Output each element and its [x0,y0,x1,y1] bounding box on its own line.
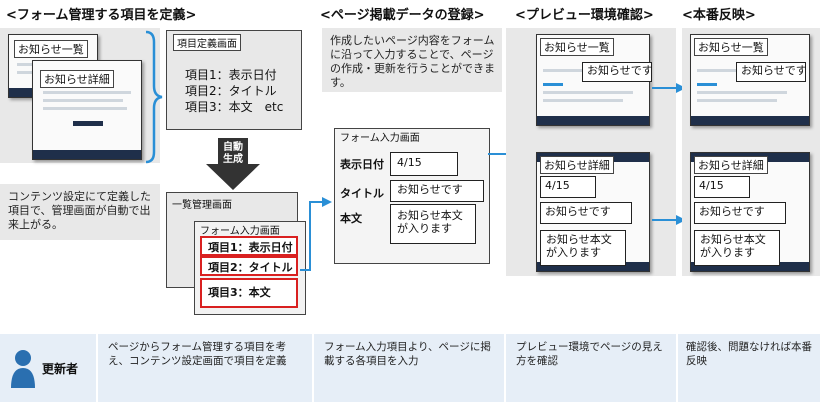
step3-header: <プレビュー環境確認> [515,8,654,23]
arrow-to-production-icon [652,83,686,225]
role-label: 更新者 [42,362,79,376]
production-detail-title: お知らせ詳細 [694,156,768,174]
definition-screen: 項目定義画面 項目1：表示日付 項目2：タイトル 項目3：本文 etc [166,30,302,130]
desc4-cell: 確認後、問題なければ本番反映 [678,334,820,402]
preview-detail-body: お知らせ本文が入ります [540,230,626,266]
preview-detail-title-value: お知らせです [540,202,632,224]
thumb-list-title: お知らせ一覧 [14,40,88,58]
preview-detail-title: お知らせ詳細 [540,156,614,174]
desc1-cell: ページからフォーム管理する項目を考え、コンテンツ設定画面で項目を定義 [98,334,312,402]
production-detail-body: お知らせ本文が入ります [694,230,780,266]
arrow-to-step2-icon [300,197,332,271]
production-detail-title-value: お知らせです [694,202,786,224]
definition-item-2: 項目2：タイトル [185,84,277,98]
step2-header: <ページ掲載データの登録> [320,8,485,23]
desc1: ページからフォーム管理する項目を考え、コンテンツ設定画面で項目を定義 [108,341,287,367]
step2-form-title: フォーム入力画面 [340,133,420,144]
role-cell: 更新者 [0,334,96,402]
step2-row-body-value: お知らせ本文が入ります [390,204,476,244]
production-detail-date: 4/15 [694,176,750,198]
preview-detail-date: 4/15 [540,176,596,198]
step2-desc-panel [322,28,502,92]
bracket-icon [145,30,163,164]
preview-list-title: お知らせ一覧 [540,38,614,56]
production-list-title: お知らせ一覧 [694,38,768,56]
step4-header: <本番反映> [682,8,756,23]
form-item-body: 項目3：本文 [200,278,298,308]
desc3: プレビュー環境でページの見え方を確認 [516,341,663,367]
list-admin-title: 一覧管理画面 [172,200,232,211]
step2-row-date-label: 表示日付 [340,158,384,171]
step2-description: 作成したいページ内容をフォームに沿って入力することで、ページの作成・更新を行うこ… [330,34,495,89]
step1-note: コンテンツ設定にて定義した項目で、管理画面が自動で出来上がる。 [8,190,151,231]
preview-list-item: お知らせです [582,62,653,82]
step1-header: <フォーム管理する項目を定義> [6,8,197,23]
step2-row-body-label: 本文 [340,212,362,225]
step2-row-title-value: お知らせです [390,180,484,202]
form-item-date: 項目1：表示日付 [200,236,298,256]
desc2-cell: フォーム入力項目より、ページに掲載する各項目を入力 [314,334,504,402]
definition-item-3: 項目3：本文 etc [185,100,284,114]
step2-row-title-label: タイトル [340,187,384,200]
auto-generate-arrow-icon [206,138,260,190]
definition-item-1: 項目1：表示日付 [185,68,277,82]
form-item-title: 項目2：タイトル [200,256,298,276]
desc2: フォーム入力項目より、ページに掲載する各項目を入力 [324,341,491,367]
step2-row-date-value: 4/15 [390,152,458,176]
definition-title: 項目定義画面 [173,34,241,51]
thumb-detail-title: お知らせ詳細 [40,70,114,88]
desc3-cell: プレビュー環境でページの見え方を確認 [506,334,676,402]
auto-generate-label: 自動 生成 [223,142,243,165]
desc4: 確認後、問題なければ本番反映 [686,341,812,367]
step1-form-title: フォーム入力画面 [200,226,280,237]
step1-note-panel [0,184,160,240]
production-list-item: お知らせです [736,62,807,82]
person-icon [11,350,35,388]
